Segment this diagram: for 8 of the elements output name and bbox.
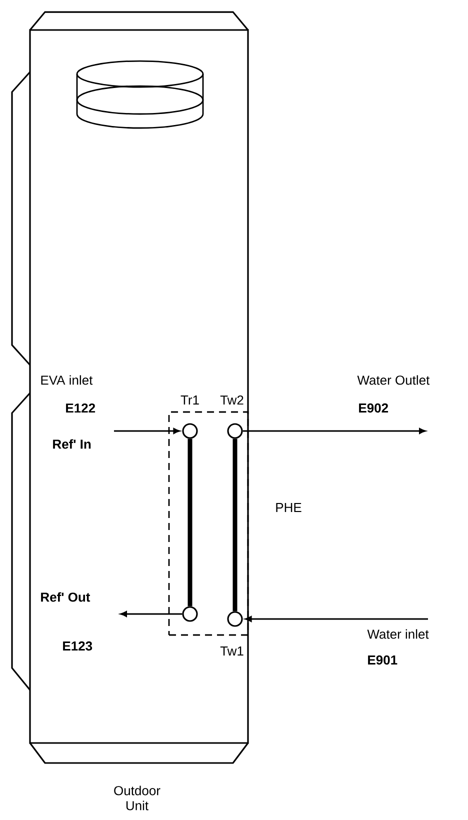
port-label: Water Outlet: [357, 375, 430, 385]
port-label: Water inlet: [367, 629, 429, 639]
flow-arrow: [242, 428, 426, 434]
unit-label: Outdoor Unit: [114, 786, 160, 810]
flow-arrow: [244, 616, 428, 622]
port-label: E902: [359, 403, 388, 413]
component-label: PHE: [276, 503, 302, 512]
port-label: E901: [368, 655, 398, 665]
